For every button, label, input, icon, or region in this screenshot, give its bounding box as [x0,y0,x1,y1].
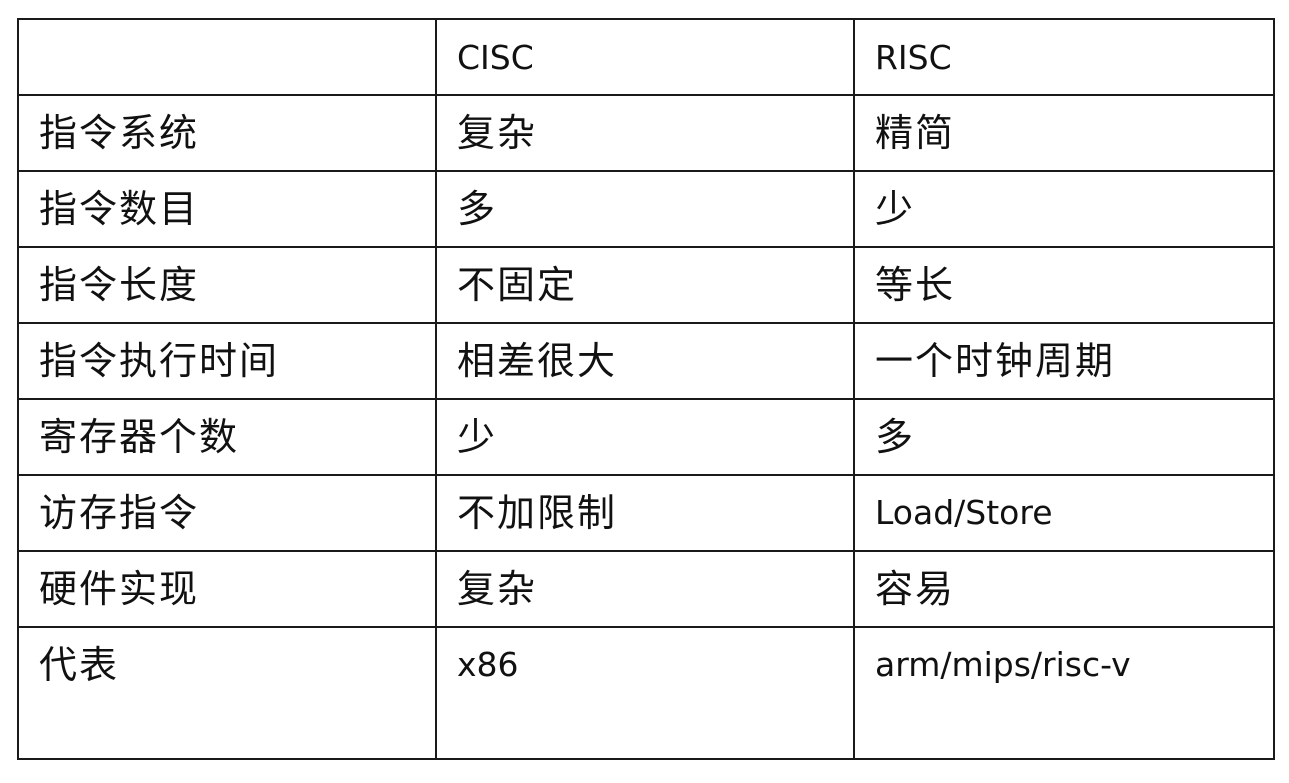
row-label: 访存指令 [17,474,437,552]
risc-value: Load/Store [853,474,1275,552]
cisc-value: 复杂 [435,550,855,628]
risc-value: 等长 [853,246,1275,324]
table-row: 寄存器个数 少 多 [17,398,1275,476]
row-label: 代表 [17,626,437,760]
cisc-value: 不加限制 [435,474,855,552]
comparison-table: CISC RISC 指令系统 复杂 精简 指令数目 多 少 指令长度 不固定 等… [17,18,1275,760]
table-row: 访存指令 不加限制 Load/Store [17,474,1275,552]
row-label: 指令长度 [17,246,437,324]
risc-value: 一个时钟周期 [853,322,1275,400]
row-label: 指令数目 [17,170,437,248]
cisc-value: 不固定 [435,246,855,324]
risc-value: 多 [853,398,1275,476]
risc-value: 少 [853,170,1275,248]
row-label: 指令执行时间 [17,322,437,400]
risc-value: arm/mips/risc-v [853,626,1275,760]
header-cell-empty [17,18,437,96]
table-row: 硬件实现 复杂 容易 [17,550,1275,628]
cisc-value: 多 [435,170,855,248]
risc-value: 精简 [853,94,1275,172]
cisc-value: 相差很大 [435,322,855,400]
cisc-value: 少 [435,398,855,476]
table-row: 指令长度 不固定 等长 [17,246,1275,324]
header-row: CISC RISC [17,18,1275,96]
table-row: 指令执行时间 相差很大 一个时钟周期 [17,322,1275,400]
table-row: 代表 x86 arm/mips/risc-v [17,626,1275,760]
row-label: 硬件实现 [17,550,437,628]
header-cell-cisc: CISC [435,18,855,96]
table-row: 指令数目 多 少 [17,170,1275,248]
row-label: 指令系统 [17,94,437,172]
table-row: 指令系统 复杂 精简 [17,94,1275,172]
risc-value: 容易 [853,550,1275,628]
cisc-value: 复杂 [435,94,855,172]
header-cell-risc: RISC [853,18,1275,96]
row-label: 寄存器个数 [17,398,437,476]
cisc-value: x86 [435,626,855,760]
